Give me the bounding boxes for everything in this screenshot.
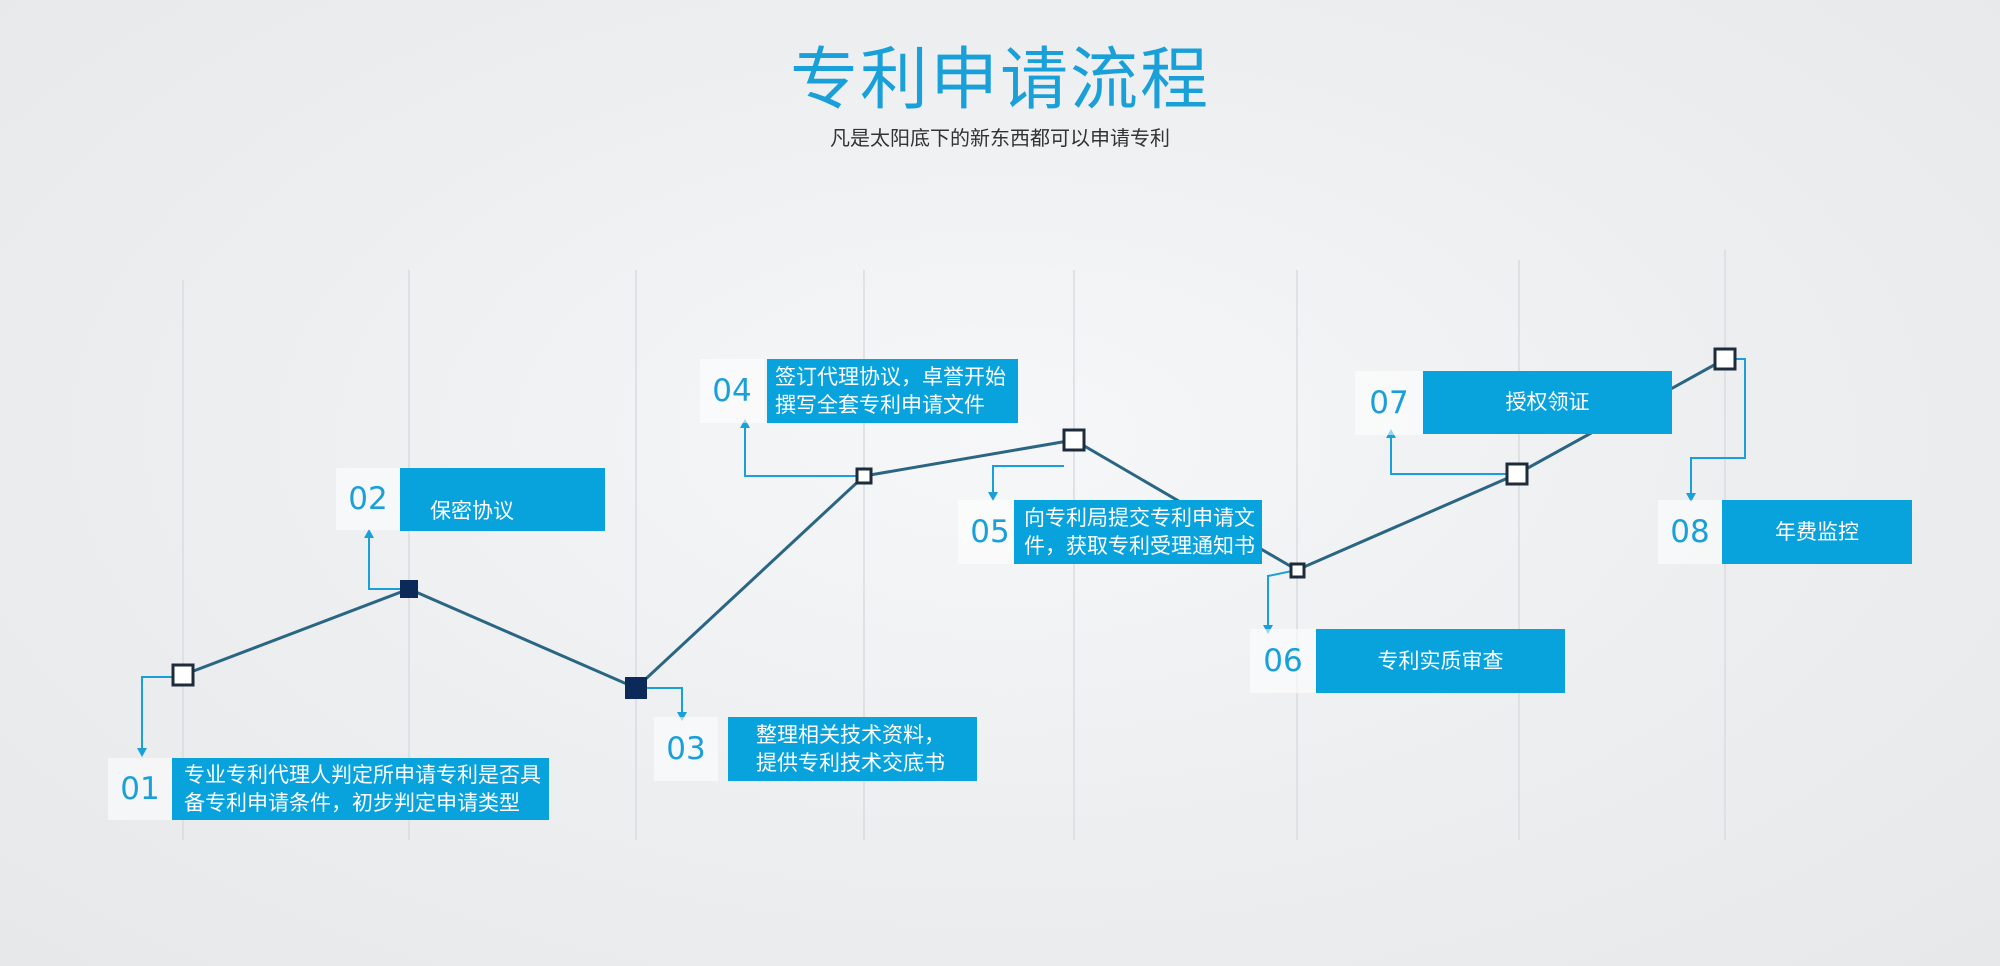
step-08-box: 年费监控 bbox=[1722, 500, 1912, 564]
connector-04 bbox=[744, 428, 857, 477]
step-05-text: 向专利局提交专利申请文 件，获取专利受理通知书 bbox=[1024, 506, 1255, 558]
step-07-number: 07 bbox=[1355, 371, 1423, 435]
step-04-text: 签订代理协议，卓誉开始 撰写全套专利申请文件 bbox=[775, 365, 1006, 417]
step-02-text: 保密协议 bbox=[430, 498, 514, 523]
step-01-box: 专业专利代理人判定所申请专利是否具 备专利申请条件，初步判定申请类型 bbox=[172, 758, 549, 820]
connector-06 bbox=[1267, 569, 1298, 625]
step-08-text: 年费监控 bbox=[1775, 520, 1859, 544]
node-01 bbox=[171, 663, 195, 687]
arrowhead-04 bbox=[740, 419, 750, 428]
node-06 bbox=[1289, 562, 1306, 579]
connector-02 bbox=[368, 538, 402, 590]
step-05-number: 05 bbox=[958, 500, 1022, 564]
step-06-box: 专利实质审查 bbox=[1316, 629, 1565, 693]
step-03-box: 整理相关技术资料， 提供专利技术交底书 bbox=[728, 717, 977, 781]
node-03 bbox=[625, 677, 647, 699]
node-02 bbox=[400, 580, 418, 598]
arrowhead-05 bbox=[988, 492, 998, 501]
step-04-box: 签订代理协议，卓誉开始 撰写全套专利申请文件 bbox=[767, 359, 1018, 423]
page-title: 专利申请流程 bbox=[789, 41, 1210, 120]
node-04 bbox=[855, 467, 873, 485]
node-05 bbox=[1062, 428, 1086, 452]
step-03-number: 03 bbox=[654, 717, 718, 781]
arrowhead-03 bbox=[677, 712, 687, 721]
connector-03 bbox=[645, 687, 683, 712]
arrowhead-01 bbox=[137, 748, 147, 757]
step-07-box: 授权领证 bbox=[1423, 371, 1672, 434]
step-04-number: 04 bbox=[700, 359, 764, 423]
connector-08 bbox=[1690, 358, 1746, 493]
page-subtitle: 凡是太阳底下的新东西都可以申请专利 bbox=[830, 126, 1170, 150]
arrowhead-02 bbox=[364, 529, 374, 538]
process-trend-line bbox=[182, 357, 1726, 690]
connector-07 bbox=[1390, 438, 1508, 475]
connector-01 bbox=[141, 676, 175, 748]
step-08-number: 08 bbox=[1658, 500, 1722, 564]
step-05-box: 向专利局提交专利申请文 件，获取专利受理通知书 bbox=[1014, 500, 1262, 564]
node-07 bbox=[1505, 462, 1529, 486]
step-06-text: 专利实质审查 bbox=[1377, 649, 1504, 673]
step-02-number: 02 bbox=[336, 468, 400, 530]
connector-05 bbox=[992, 465, 1064, 492]
step-06-number: 06 bbox=[1250, 629, 1316, 693]
step-03-text: 整理相关技术资料， 提供专利技术交底书 bbox=[756, 723, 945, 775]
step-01-number: 01 bbox=[108, 758, 172, 820]
node-08 bbox=[1713, 347, 1737, 371]
step-07-text: 授权领证 bbox=[1505, 389, 1590, 414]
step-02-box: 保密协议 bbox=[400, 468, 605, 531]
step-01-text: 专业专利代理人判定所申请专利是否具 备专利申请条件，初步判定申请类型 bbox=[184, 763, 541, 815]
arrowhead-08 bbox=[1686, 493, 1696, 502]
